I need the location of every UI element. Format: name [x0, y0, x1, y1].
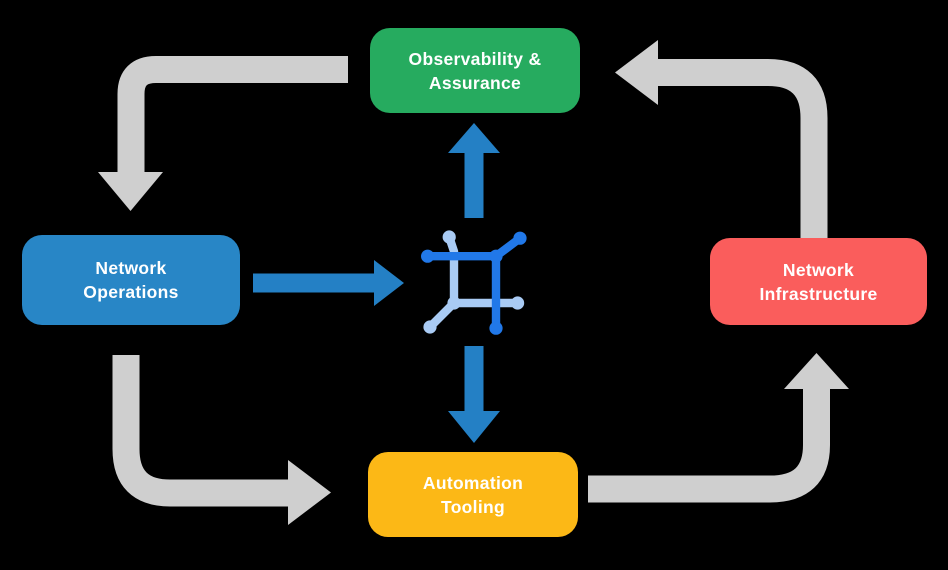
node-automation-tooling: Automation Tooling: [368, 452, 578, 537]
arrow-operations-to-automation: [112, 355, 331, 525]
arrow-operations-to-icon: [253, 260, 404, 306]
arrow-icon-to-automation: [448, 346, 500, 443]
network-mesh-icon: [421, 230, 527, 335]
node-label-line: Tooling: [441, 496, 505, 517]
network-mesh-icon-dark-part: [421, 231, 527, 335]
node-label-line: Network: [782, 259, 855, 280]
node-network-infrastructure: Network Infrastructure: [710, 238, 927, 325]
network-mesh-icon-light-part: [423, 230, 525, 334]
node-label-line: Observability &: [408, 48, 542, 69]
arrow-observability-to-operations: [98, 56, 348, 211]
arrow-icon-to-observability: [448, 123, 500, 218]
arrow-infrastructure-to-observability: [615, 40, 828, 238]
node-observability-assurance: Observability & Assurance: [370, 28, 580, 113]
node-network-operations: Network Operations: [22, 235, 240, 325]
node-label-line: Network: [95, 258, 167, 278]
arrow-automation-to-infrastructure: [588, 353, 849, 503]
node-label-line: Operations: [83, 282, 179, 302]
node-label-line: Automation: [422, 472, 524, 493]
node-label-line: Infrastructure: [759, 283, 878, 304]
node-label-line: Assurance: [428, 72, 522, 93]
